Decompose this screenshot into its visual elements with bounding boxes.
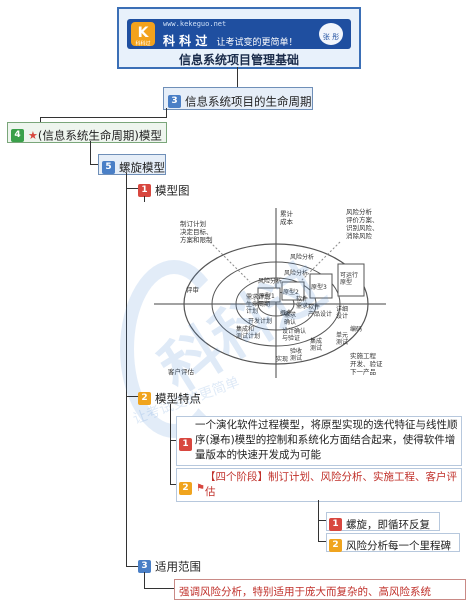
node-label: 模型图 (155, 183, 190, 198)
node-number: 1 (179, 438, 192, 451)
spiral-label-unit-test: 单元 测试 (336, 332, 349, 346)
spiral-label-customer: 客户评估 (168, 368, 194, 376)
node-number: 2 (329, 539, 342, 552)
spiral-label-plan: 制订计划 决定目标、 方案和限制 (180, 220, 213, 244)
node-number: 2 (179, 482, 192, 495)
node-lifecycle-model[interactable]: 4 ★(信息系统生命周期)模型 (7, 122, 167, 143)
spiral-label-prototype-run: 可运行 原型 (340, 272, 359, 286)
feature-item-1[interactable]: 1 一个演化软件过程模型，将原型实现的迭代特征与线性顺序(瀑布)模型的控制和系统… (176, 416, 462, 466)
spiral-label-risk: 风险分析 评价方案、 识别风险、 消除风险 (346, 208, 379, 240)
brand-bar: K 科科过 www.kekeguo.net 科 科 过 让考试变的更简单！ 张 … (127, 19, 351, 49)
logo-caption: 科科过 (135, 41, 151, 47)
spiral-label-software-req: 软件 需求 (296, 296, 309, 310)
node-label: 模型特点 (155, 391, 201, 406)
spiral-label-design-verify: 设计确认 与验证 (282, 328, 307, 342)
prototype-box (281, 281, 305, 301)
flag-icon: ⚑ (196, 483, 205, 494)
spiral-label-risk-inner: 风险分析 (290, 254, 315, 261)
node-model-diagram[interactable]: 1 模型图 (138, 180, 190, 199)
logo: K 科科过 (131, 22, 155, 47)
spiral-label-cumcost: 累计 成本 (280, 210, 293, 226)
dashed-guide (299, 241, 341, 283)
spiral-label-prototype3: 原型3 (311, 284, 327, 291)
spiral-label-acceptance: 验收 测试 (290, 348, 303, 362)
node-lifecycle[interactable]: 3 信息系统项目的生命周期 (163, 87, 313, 110)
prototype-box (257, 287, 281, 303)
scope-text: 强调风险分析，特别适用于庞大而复杂的、高风险系统 (179, 586, 431, 598)
spiral-label-risk-inner3: 风险分析 (258, 278, 283, 285)
node-spiral-model[interactable]: 5 螺旋模型 (98, 154, 166, 175)
header-url[interactable]: www.kekeguo.net (163, 20, 227, 28)
brand-line: 科 科 过 让考试变的更简单！ (163, 30, 297, 49)
sub-item-1[interactable]: 1 螺旋，即循环反复 (326, 512, 440, 531)
spiral-label-risk-inner2: 风险分析 (284, 270, 309, 277)
node-number: 3 (168, 95, 181, 108)
scope-text-box[interactable]: 强调风险分析，特别适用于庞大而复杂的、高风险系统 (174, 579, 466, 600)
spiral-label-prototype2: 原型2 (283, 289, 299, 296)
node-model-features[interactable]: 2 模型特点 (138, 388, 201, 407)
spiral-svg (154, 208, 386, 378)
node-number: 3 (138, 560, 151, 573)
node-number: 5 (102, 161, 115, 174)
badge-text: 张 彤 (322, 33, 340, 41)
spiral-ring (183, 243, 369, 365)
badge: 张 彤 (319, 23, 343, 45)
header-banner: K 科科过 www.kekeguo.net 科 科 过 让考试变的更简单！ 张 … (117, 7, 361, 69)
prototype-box (337, 263, 365, 297)
page-title: 信息系统项目管理基础 (178, 53, 299, 67)
spiral-label-implement: 实现 (276, 356, 289, 363)
spiral-label-req-plan: 需求计划 生命周期 计划 (246, 294, 271, 315)
spiral-label-integration-test: 集成 测试 (310, 338, 323, 352)
node-scope[interactable]: 3 适用范围 (138, 556, 201, 575)
node-label: 适用范围 (155, 559, 201, 574)
sub-text: 风险分析每一个里程碑 (346, 540, 451, 552)
spiral-ring (211, 261, 341, 347)
feature-text: 【四个阶段】制订计划、风险分析、实施工程、客户评估 (205, 471, 457, 498)
node-label: 信息系统项目的生命周期 (185, 94, 312, 109)
node-number: 4 (11, 129, 24, 142)
brand-name: 科 科 过 (163, 34, 208, 48)
spiral-label-dev-plan: 开发计划 (248, 318, 273, 325)
spiral-label-integration: 集成和 测试计划 (236, 326, 261, 340)
spiral-label-validation: 需求 确认 (284, 312, 297, 326)
spiral-label-review: 评审 (186, 286, 199, 294)
sub-text: 螺旋，即循环反复 (346, 519, 430, 531)
logo-letter: K (137, 25, 149, 41)
spiral-ring (235, 277, 317, 331)
spiral-diagram: 制订计划 决定目标、 方案和限制 累计 成本 风险分析 评价方案、 识别风险、 … (150, 202, 390, 384)
dashed-guide (209, 241, 251, 283)
node-label: (信息系统生命周期)模型 (37, 128, 162, 143)
spiral-label-concept: 概念 (280, 310, 293, 317)
node-number: 2 (138, 392, 151, 405)
spiral-label-prototype1: 原型1 (259, 293, 275, 300)
star-icon: ★ (28, 129, 38, 142)
sub-item-2[interactable]: 2 风险分析每一个里程碑 (326, 533, 460, 552)
node-number: 1 (138, 184, 151, 197)
node-number: 1 (329, 518, 342, 531)
spiral-label-detail-design: 详细 设计 (336, 306, 349, 320)
spiral-label-coding: 编码 (350, 326, 363, 333)
brand-slogan: 让考试变的更简单！ (216, 38, 298, 48)
feature-item-2[interactable]: 2 ⚑ 【四个阶段】制订计划、风险分析、实施工程、客户评估 (176, 468, 462, 502)
spiral-label-product-design: 软件 产品设计 (308, 304, 333, 318)
prototype-box (309, 273, 333, 299)
spiral-label-engineering: 实施工程 开发、验证 下一产品 (350, 352, 383, 376)
node-label: 螺旋模型 (119, 160, 165, 175)
feature-text: 一个演化软件过程模型，将原型实现的迭代特征与线性顺序(瀑布)模型的控制和系统化方… (195, 419, 458, 461)
